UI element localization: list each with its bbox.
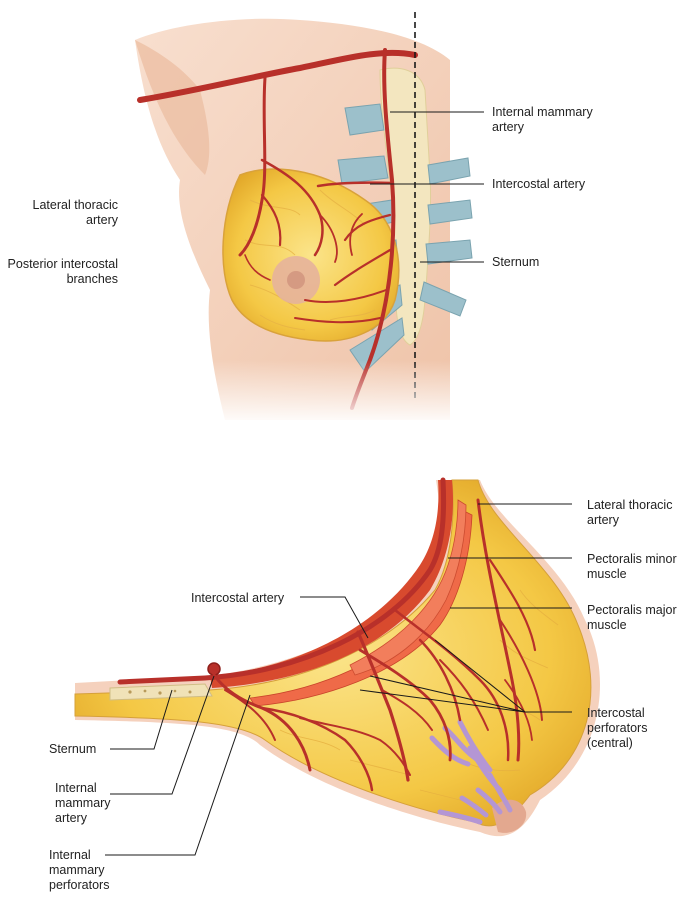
label-side-internal-mammary-perforators: Internal mammary perforators [49, 848, 110, 892]
pectoralis-minor-shape [349, 499, 467, 676]
label-top-intercostal-artery: Intercostal artery [492, 177, 586, 191]
lactiferous-ducts [429, 719, 513, 825]
breast-fat [222, 168, 400, 342]
label-top-lateral-thoracic-artery: Lateral thoracic artery [32, 198, 118, 227]
top-view [135, 12, 484, 425]
label-top-sternum: Sternum [492, 255, 540, 269]
side-view [74, 477, 600, 856]
label-side-lateral-thoracic-artery: Lateral thoracic artery [587, 498, 673, 527]
side-nipple [492, 799, 527, 833]
sternum-marrow [128, 689, 192, 695]
label-side-internal-mammary-artery: Internal mammary artery [55, 781, 111, 825]
label-side-pectoralis-minor: Pectoralis minor muscle [587, 552, 677, 581]
nipple [287, 271, 305, 289]
armpit-shadow [135, 40, 210, 175]
top-fade [180, 360, 480, 425]
label-top-internal-mammary-artery: Internal mammary artery [492, 105, 593, 134]
label-side-intercostal-artery: Intercostal artery [191, 591, 285, 605]
top-leaders [370, 111, 484, 263]
label-side-sternum: Sternum [49, 742, 97, 756]
side-leaders [105, 503, 572, 856]
sternum-shape [379, 67, 432, 346]
label-side-intercostal-perforators: Intercostal perforators (central) [587, 706, 648, 750]
label-side-pectoralis-major: Pectoralis major muscle [587, 603, 677, 632]
side-arteries [117, 477, 543, 792]
label-top-posterior-intercostal-branches: Posterior intercostal branches [7, 257, 118, 286]
